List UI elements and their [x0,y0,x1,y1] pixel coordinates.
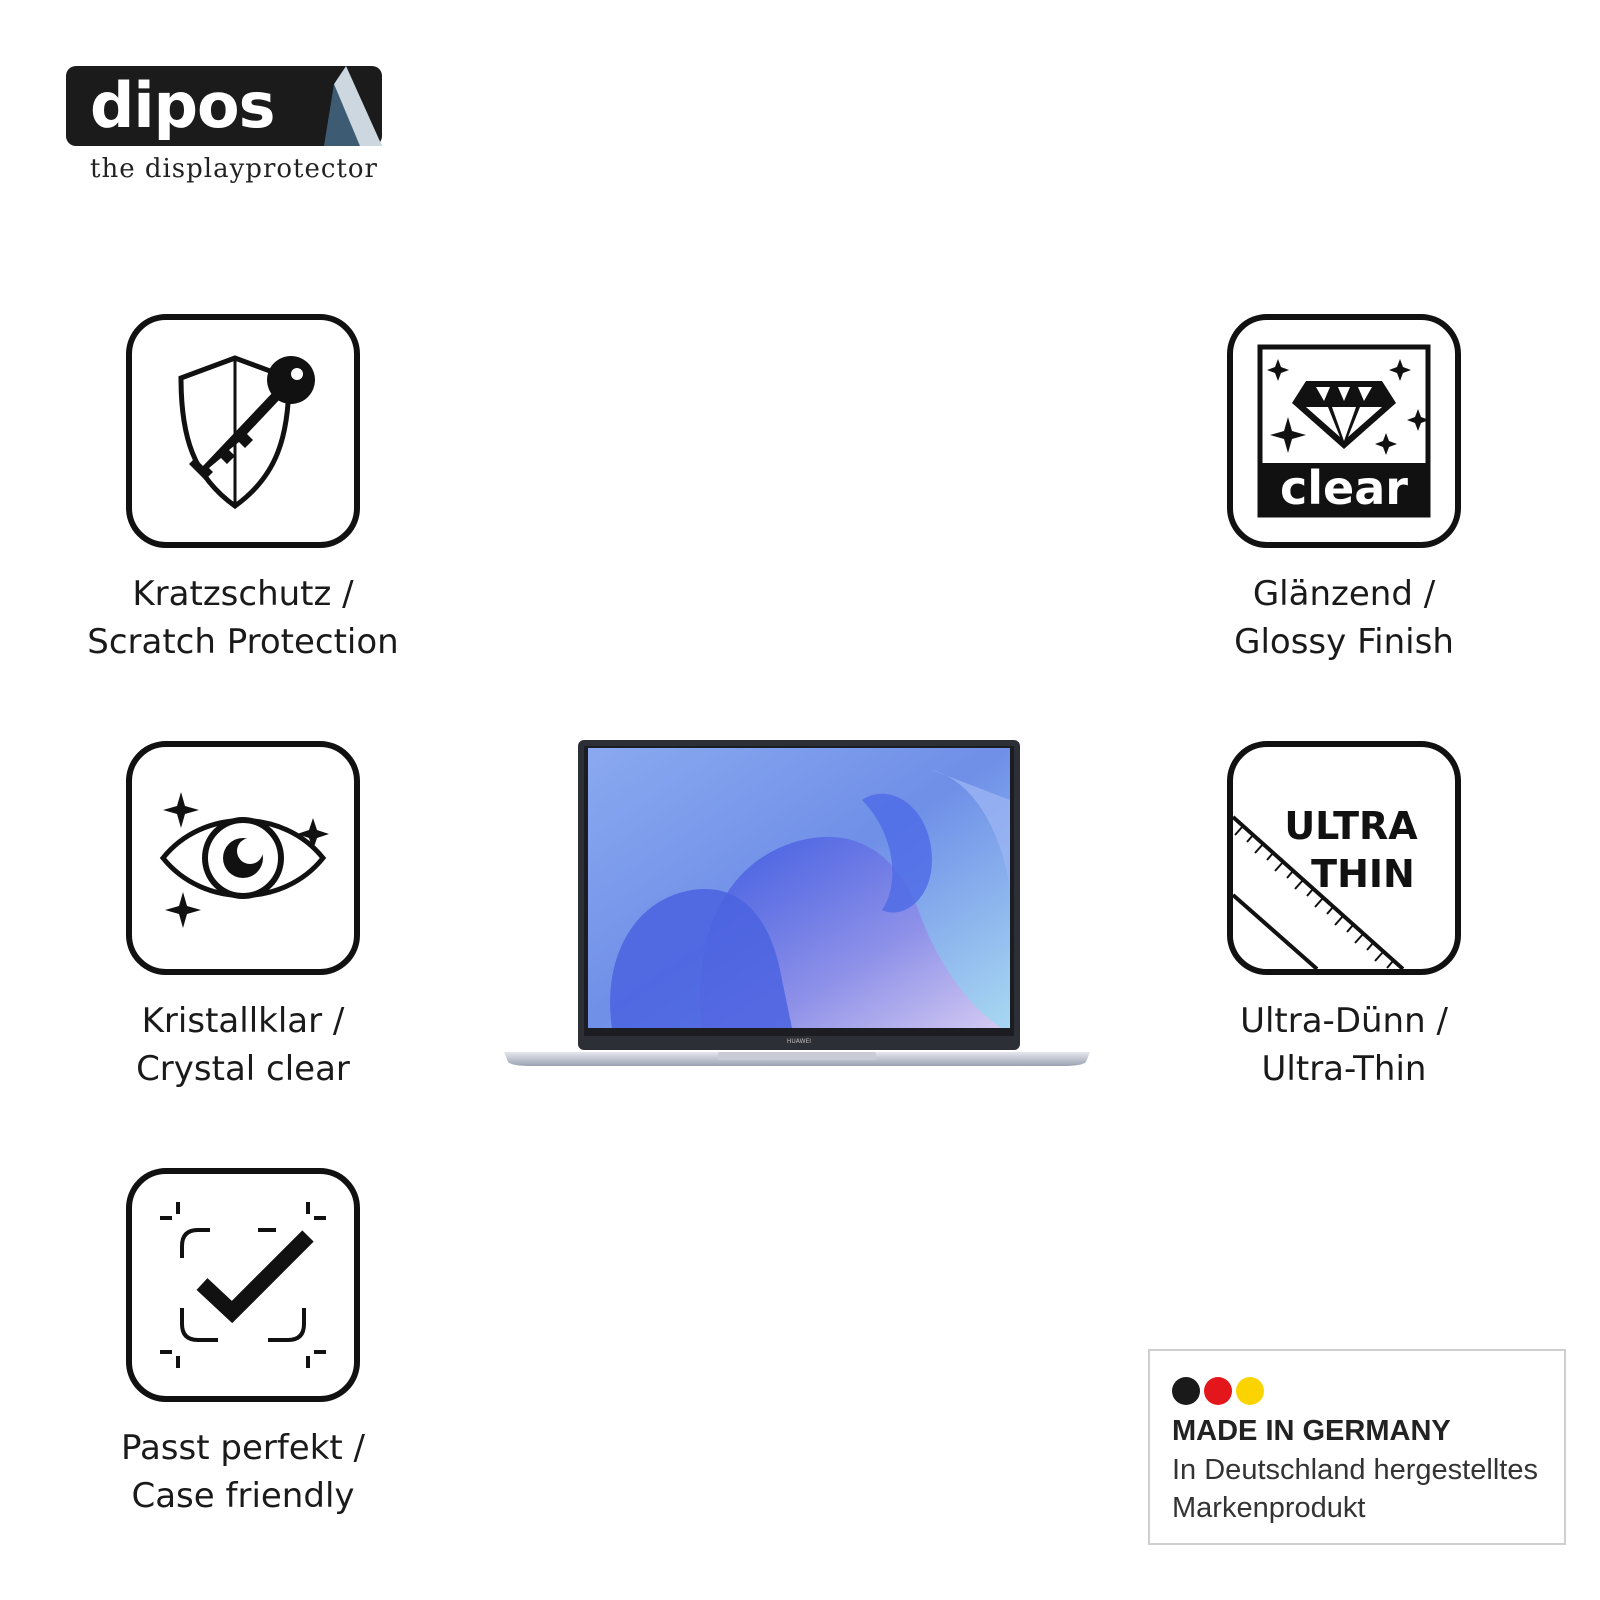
laptop-brand-text: HUAWEI [787,1038,811,1045]
ultra-icon-text: ULTRA [1284,804,1418,848]
logo-tagline: the displayprotector [90,154,378,184]
flag-dot-gold-icon [1236,1377,1264,1405]
feature-ultra-thin: ULTRA THIN Ultra-Dünn / Ultra-Thin [1164,741,1524,1093]
germany-flag-dots [1172,1377,1264,1405]
made-in-germany-badge: MADE IN GERMANY In Deutschland hergestel… [1148,1349,1566,1545]
feature-label-en: Scratch Protection [87,622,399,662]
feature-label: Kristallklar / Crystal clear [63,997,423,1093]
feature-scratch-protection: Kratzschutz / Scratch Protection [63,314,423,666]
feature-label: Ultra-Dünn / Ultra-Thin [1164,997,1524,1093]
feature-label-de: Glänzend / [1252,574,1436,614]
eye-sparkle-icon [159,792,329,928]
brand-logo: dipos the displayprotector [66,66,386,196]
checkmark-frame-icon [160,1202,326,1368]
feature-label-de: Kratzschutz / [132,574,354,614]
flag-dot-red-icon [1204,1377,1232,1405]
icon-frame: clear [1227,314,1461,548]
feature-glossy-finish: clear Glänzend / Glossy Finish [1164,314,1524,666]
feature-label-en: Crystal clear [136,1049,350,1089]
made-in-germany-subtitle: In Deutschland hergestelltes Markenprodu… [1172,1454,1538,1524]
laptop-product-image: HUAWEI [502,740,1092,1070]
feature-label-de: Passt perfekt / [120,1428,366,1468]
feature-label-de: Kristallklar / [141,1001,345,1041]
feature-label-en: Ultra-Thin [1261,1049,1427,1089]
made-in-germany-title: MADE IN GERMANY [1172,1415,1451,1447]
feature-label-en: Glossy Finish [1234,622,1454,662]
icon-frame [126,741,360,975]
icon-frame [126,1168,360,1402]
feature-label-en: Case friendly [131,1476,355,1516]
flag-dot-black-icon [1172,1377,1200,1405]
feature-label: Kratzschutz / Scratch Protection [63,570,423,666]
shield-key-icon [178,355,315,510]
icon-frame: ULTRA THIN [1227,741,1461,975]
feature-label: Passt perfekt / Case friendly [63,1424,423,1520]
diamond-clear-icon: clear [1257,344,1431,518]
thin-icon-text: THIN [1311,852,1415,896]
feature-case-friendly: Passt perfekt / Case friendly [63,1168,423,1520]
feature-crystal-clear: Kristallklar / Crystal clear [63,741,423,1093]
ruler-ultra-thin-icon: ULTRA THIN [1233,804,1418,969]
laptop-illustration: HUAWEI [504,740,1090,1066]
feature-label-de: Ultra-Dünn / [1240,1001,1448,1041]
logo-box: dipos [66,66,382,146]
feature-label: Glänzend / Glossy Finish [1164,570,1524,666]
logo-wordmark: dipos [90,69,276,142]
icon-frame [126,314,360,548]
logo-corner-fold-icon [324,66,382,146]
clear-icon-text: clear [1280,461,1408,515]
